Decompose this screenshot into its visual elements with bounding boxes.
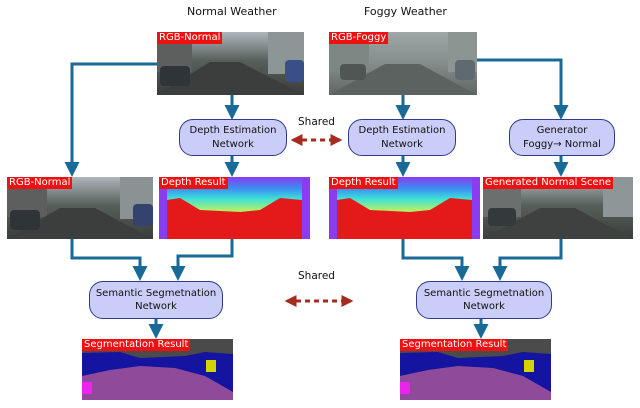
arrow-rgb-normal-to-mid xyxy=(64,62,157,177)
tag-rgb-normal-mid: RGB-Normal xyxy=(7,177,73,189)
tag-seg-result-left: Segmentation Result xyxy=(82,339,191,351)
seg-right-line2: Network xyxy=(463,301,505,312)
tag-depth-result-right: Depth Result xyxy=(329,177,398,189)
depth-right-line1: Depth Estimation xyxy=(358,125,446,136)
depth-left-line2: Network xyxy=(212,138,254,150)
tag-seg-result-right: Segmentation Result xyxy=(400,339,509,351)
tag-generated-normal: Generated Normal Scene xyxy=(483,177,614,189)
shared-label-segmentation: Shared xyxy=(298,270,335,282)
arrow-scene-to-seg-right xyxy=(492,239,563,281)
heading-foggy-weather: Foggy Weather xyxy=(364,5,447,18)
seg-left-line2: Network xyxy=(135,301,177,312)
generator-line1: Generator xyxy=(536,125,588,136)
arrow-rgb-foggy-to-generator xyxy=(477,58,569,120)
tag-rgb-normal-top: RGB-Normal xyxy=(157,32,223,44)
depth-right-line2: Network xyxy=(381,138,423,150)
generator-line2: Foggy→ Normal xyxy=(523,138,601,150)
seg-right-line1: Semantic Segmetnation xyxy=(423,287,545,299)
arrow-depth-left-to-seg-left xyxy=(170,239,234,281)
shared-label-depth: Shared xyxy=(298,116,335,128)
depth-left-line1: Depth Estimation xyxy=(189,125,277,136)
tag-depth-result-left: Depth Result xyxy=(159,177,228,189)
tag-rgb-foggy-top: RGB-Foggy xyxy=(329,32,389,44)
arrow-depth-right-to-seg-right xyxy=(401,239,470,281)
heading-normal-weather: Normal Weather xyxy=(187,5,277,18)
seg-left-line1: Semantic Segmetnation xyxy=(95,287,217,299)
arrow-mid-to-seg-left xyxy=(70,239,148,281)
